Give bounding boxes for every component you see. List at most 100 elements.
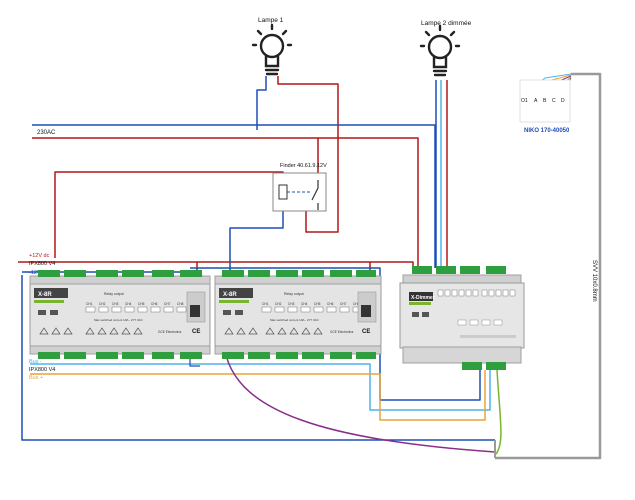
wire-minus12-main bbox=[21, 275, 495, 441]
channel-label: CH4 bbox=[125, 302, 132, 306]
ipx-bottom-label: IPX800 V4 bbox=[29, 367, 55, 373]
niko-terminal: A bbox=[534, 98, 538, 104]
module-tag: Relay output bbox=[284, 292, 304, 296]
terminal-block-bottom bbox=[222, 352, 376, 359]
channel-label: CH6 bbox=[151, 302, 158, 306]
lightbulb-icon bbox=[419, 24, 461, 77]
lamp-1: Lampe 1 bbox=[251, 17, 293, 76]
dimmer-name: X-Dimmer bbox=[411, 295, 435, 301]
module-connector bbox=[361, 305, 371, 317]
channel-label: CH5 bbox=[138, 302, 145, 306]
channel-label: CH1 bbox=[262, 302, 269, 306]
lamp-2-label: Lampe 2 dimmée bbox=[421, 20, 472, 27]
module-name: X-8R bbox=[38, 292, 52, 298]
ce-mark: CE bbox=[192, 329, 200, 335]
terminal-block-bottom bbox=[38, 352, 202, 359]
plus12-label: +12V dc bbox=[29, 253, 50, 259]
dimmer-terminals-bottom bbox=[462, 362, 506, 370]
channel-labels: CH1 CH2 CH3 CH4 CH5 CH6 CH7 CH8 bbox=[86, 302, 184, 306]
lamp-1-label: Lampe 1 bbox=[258, 17, 284, 24]
dimmer-labels bbox=[457, 319, 503, 326]
dimmer-top-rail bbox=[402, 274, 522, 284]
channel-label: CH4 bbox=[301, 302, 308, 306]
channel-label: CH3 bbox=[112, 302, 119, 306]
channel-labels: CH1 CH2 CH3 CH4 CH5 CH6 CH7 CH8 bbox=[262, 302, 360, 306]
dimmer-bottom-rail bbox=[402, 346, 522, 364]
terminal-block-top bbox=[38, 270, 202, 277]
channel-label: CH7 bbox=[340, 302, 347, 306]
channel-label: CH8 bbox=[353, 302, 360, 306]
relay-symbols bbox=[224, 327, 323, 335]
channel-label: CH3 bbox=[288, 302, 295, 306]
wire-plus12-relay bbox=[54, 171, 284, 258]
dimmer-name-plate bbox=[409, 292, 433, 301]
module-top-rail bbox=[29, 275, 211, 285]
ce-mark: CE bbox=[362, 329, 370, 335]
wire-relay-coil bbox=[229, 206, 284, 273]
module-brand: GCE Electronics bbox=[158, 330, 182, 334]
channel-label: CH2 bbox=[99, 302, 106, 306]
bus-plus-label: Bus + bbox=[29, 375, 43, 381]
module-stripe bbox=[219, 300, 249, 303]
wire-purple bbox=[225, 354, 496, 453]
channel-leds bbox=[85, 306, 187, 313]
wire-green bbox=[494, 369, 502, 456]
lightbulb-icon bbox=[251, 23, 293, 76]
wire-mains-neutral bbox=[32, 124, 436, 268]
wire-lamp1-neutral bbox=[256, 76, 267, 130]
relay-coil bbox=[278, 184, 288, 200]
module-subtitle: Max switched current 10A - 277 VAC bbox=[94, 318, 144, 322]
wire-x8r1-bus bbox=[189, 358, 200, 367]
niko-push-button: O1 A B C D NIKO 170-40050 bbox=[519, 79, 571, 134]
module-name: X-8R bbox=[223, 292, 237, 298]
module-name-plate bbox=[34, 288, 68, 298]
relay-label: Finder 40.61.9.12V bbox=[280, 163, 327, 169]
wires bbox=[18, 72, 602, 460]
wire-plus12-dimmer bbox=[370, 261, 414, 272]
channel-label: CH6 bbox=[327, 302, 334, 306]
niko-terminal: D bbox=[561, 98, 565, 104]
dimmer-terminals-top bbox=[412, 266, 506, 274]
channel-label: CH1 bbox=[86, 302, 93, 306]
module-brand: GCE Electronics bbox=[330, 330, 354, 334]
bus-minus-label: Bus - bbox=[29, 359, 42, 365]
module-bottom-rail bbox=[29, 345, 211, 355]
niko-terminal: O1 bbox=[521, 98, 528, 104]
channel-label: CH2 bbox=[275, 302, 282, 306]
finder-relay: Finder 40.61.9.12V bbox=[272, 163, 327, 212]
channel-label: CH5 bbox=[314, 302, 321, 306]
channel-label: CH7 bbox=[164, 302, 171, 306]
relay-contact bbox=[311, 180, 319, 210]
module-stripe bbox=[34, 300, 64, 303]
channel-leds bbox=[261, 306, 363, 313]
wire-mains-live bbox=[32, 137, 419, 268]
wire-lamp1-live bbox=[277, 76, 339, 233]
dimmer-brand-bar bbox=[460, 335, 516, 338]
status-buttons bbox=[38, 310, 58, 315]
niko-label: NIKO 170-40050 bbox=[524, 128, 570, 134]
mains-label: 230AC bbox=[37, 130, 56, 136]
module-subtitle: Max switched current 10A - 277 VAC bbox=[270, 318, 320, 322]
ipx-top-label: IPX800 V4 bbox=[29, 261, 55, 267]
x8r-module-1: X-8R Relay output CH1 CH2 CH3 CH4 CH5 CH… bbox=[29, 270, 211, 359]
wire-bus-plus bbox=[30, 370, 486, 421]
dimmer-buttons bbox=[412, 312, 429, 317]
module-top-rail bbox=[214, 275, 382, 285]
channel-label: CH8 bbox=[177, 302, 184, 306]
x8r-module-2: X-8R Relay output CH1 CH2 CH3 CH4 CH5 CH… bbox=[214, 270, 382, 359]
niko-body bbox=[519, 79, 571, 123]
niko-terminal: C bbox=[552, 98, 556, 104]
dimmer-terminal-sockets bbox=[437, 289, 516, 297]
relay-symbols bbox=[39, 327, 143, 335]
cable-label: SVV 10x0.8mm bbox=[591, 260, 597, 302]
niko-terminal: B bbox=[543, 98, 547, 104]
module-connector bbox=[190, 305, 200, 317]
status-buttons bbox=[223, 310, 243, 315]
wire-bus-minus bbox=[30, 363, 491, 411]
dimmer-stripe bbox=[409, 302, 431, 305]
module-name-plate bbox=[219, 288, 253, 298]
module-tag: Relay output bbox=[104, 292, 124, 296]
lamp-2: Lampe 2 dimmée bbox=[419, 20, 472, 77]
terminal-block-top bbox=[222, 270, 376, 277]
